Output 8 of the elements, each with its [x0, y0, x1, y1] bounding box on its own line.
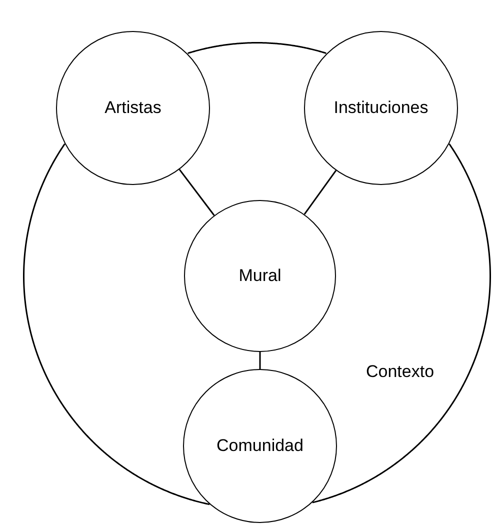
- connector-line: [304, 170, 337, 215]
- connector-line: [259, 352, 261, 369]
- node-circle: Instituciones: [304, 31, 458, 185]
- connector-line: [178, 168, 215, 216]
- circle-label: Contexto: [366, 362, 434, 382]
- node-circle: Comunidad: [183, 369, 337, 523]
- node-circle: Mural: [184, 200, 336, 352]
- node-circle: Artistas: [56, 31, 210, 185]
